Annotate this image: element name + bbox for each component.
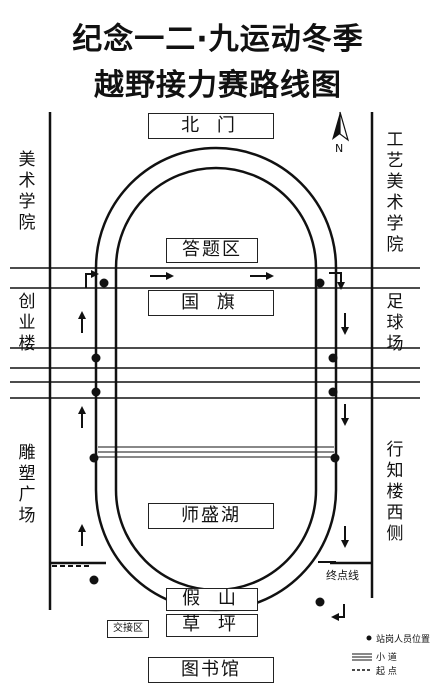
staff-dot xyxy=(89,453,99,463)
right-top-building: 工艺美术学院 xyxy=(386,130,404,255)
north-gate-label: 北 门 xyxy=(148,113,274,139)
turn-arrow-down xyxy=(329,272,345,290)
left-mid-building: 创业楼 xyxy=(18,292,36,354)
north-compass-icon xyxy=(332,111,350,142)
staff-dot xyxy=(315,278,325,288)
left-top-building: 美术学院 xyxy=(18,150,36,233)
left-bottom-building: 雕塑广场 xyxy=(18,443,36,526)
answer-zone-label: 答题区 xyxy=(166,238,258,263)
staff-dot xyxy=(330,453,340,463)
legend-staff-text: 站岗人员位置 xyxy=(376,635,431,645)
flag-label: 国 旗 xyxy=(148,290,274,316)
turn-arrow-left xyxy=(331,604,345,621)
rockery-label: 假 山 xyxy=(166,588,258,611)
track-outer xyxy=(94,146,338,612)
legend-start-text: 起 点 xyxy=(376,667,397,677)
lawn-label: 草 坪 xyxy=(166,614,258,637)
lake-label: 师盛湖 xyxy=(148,503,274,529)
finish-line-label: 终点线 xyxy=(326,569,359,582)
map-title-line1: 纪念一二·九运动冬季 xyxy=(72,22,364,57)
legend-dot-icon xyxy=(366,635,372,641)
staff-dot xyxy=(89,575,99,585)
staff-dot xyxy=(328,387,338,397)
staff-dot xyxy=(91,387,101,397)
right-mid-building: 足球场 xyxy=(386,292,404,354)
library-label: 图书馆 xyxy=(148,657,274,683)
turn-arrow-right xyxy=(85,270,99,288)
handover-zone-label: 交接区 xyxy=(107,620,149,638)
staff-dot xyxy=(328,353,338,363)
right-bottom-building: 行知楼西侧 xyxy=(386,440,404,544)
staff-dot xyxy=(91,353,101,363)
compass-label: N xyxy=(335,142,344,155)
staff-dot xyxy=(99,278,109,288)
staff-dot xyxy=(315,597,325,607)
legend-path-text: 小 道 xyxy=(376,653,397,663)
map-title-line2: 越野接力赛路线图 xyxy=(94,68,342,103)
